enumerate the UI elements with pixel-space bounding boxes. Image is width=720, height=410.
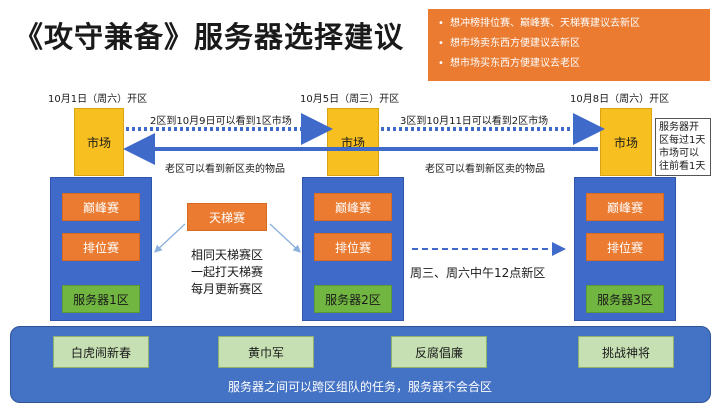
- ladder-match[interactable]: 天梯赛: [187, 203, 267, 231]
- ladder-note-line: 一起打天梯赛: [190, 265, 263, 279]
- peak-match-zone3[interactable]: 巅峰赛: [586, 193, 664, 221]
- tip-item: 想市场买东西方便建议去老区: [436, 54, 702, 74]
- rank-match-zone1[interactable]: 排位赛: [62, 233, 140, 261]
- faction-huangjin[interactable]: 黄巾军: [218, 336, 314, 368]
- ladder-note-line: 每月更新赛区: [190, 282, 263, 296]
- tips-box: 想冲榜排位赛、巅峰赛、天梯赛建议去新区 想市场卖东西方便建议去新区 想市场买东西…: [428, 9, 710, 81]
- peak-match-zone1[interactable]: 巅峰赛: [62, 193, 140, 221]
- server-zone3-label[interactable]: 服务器3区: [586, 285, 664, 313]
- rank-match-zone3[interactable]: 排位赛: [586, 233, 664, 261]
- open-date-zone2: 10月5日（周三）开区: [300, 94, 400, 105]
- note-old-see-new-1: 老区可以看到新区卖的物品: [165, 164, 285, 175]
- server-zone2-label[interactable]: 服务器2区: [314, 285, 392, 313]
- page-title: 《攻守兼备》服务器选择建议: [14, 20, 405, 54]
- tip-item: 想市场卖东西方便建议去新区: [436, 34, 702, 54]
- cross-server-note: 服务器之间可以跨区组队的任务，服务器不会合区: [227, 380, 492, 394]
- note-zone2-see-zone1: 2区到10月9日可以看到1区市场: [150, 116, 292, 127]
- market-zone2[interactable]: 市场: [327, 108, 379, 176]
- server-zone1-label[interactable]: 服务器1区: [62, 285, 140, 313]
- open-date-zone1: 10月1日（周六）开区: [48, 94, 148, 105]
- tip-item: 想冲榜排位赛、巅峰赛、天梯赛建议去新区: [436, 14, 702, 34]
- faction-baihu[interactable]: 白虎闹新春: [53, 336, 149, 368]
- arrow-ladder-to-zone2: [269, 223, 301, 253]
- new-zone-schedule-note: 周三、周六中午12点新区: [410, 266, 546, 280]
- market-zone1[interactable]: 市场: [74, 108, 124, 176]
- note-old-see-new-2: 老区可以看到新区卖的物品: [425, 164, 545, 175]
- ladder-note: 相同天梯赛区 一起打天梯赛 每月更新赛区: [177, 247, 277, 298]
- arrow-ladder-to-zone1: [154, 223, 186, 253]
- peak-match-zone2[interactable]: 巅峰赛: [314, 193, 392, 221]
- faction-tiaozhan[interactable]: 挑战神将: [578, 336, 674, 368]
- faction-fanfu[interactable]: 反腐倡廉: [391, 336, 487, 368]
- market-rule-note: 服务器开区每过1天市场可以往前看1天: [655, 118, 711, 176]
- market-zone3[interactable]: 市场: [600, 108, 652, 176]
- open-date-zone3: 10月8日（周六）开区: [570, 94, 670, 105]
- rank-match-zone2[interactable]: 排位赛: [314, 233, 392, 261]
- ladder-note-line: 相同天梯赛区: [190, 248, 263, 262]
- note-zone3-see-zone2: 3区到10月11日可以看到2区市场: [400, 116, 549, 127]
